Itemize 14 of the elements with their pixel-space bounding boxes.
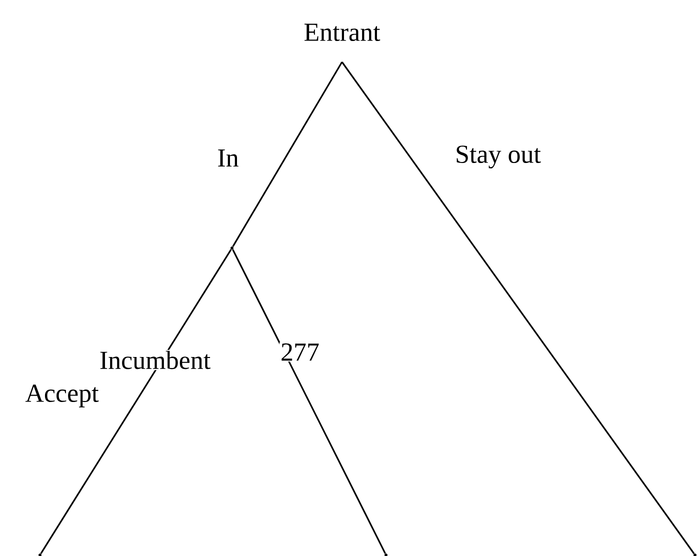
game-branch	[40, 249, 232, 554]
branch-label: In	[216, 148, 240, 168]
branch-label: Stay out	[454, 144, 542, 170]
game-branch	[341, 62, 695, 554]
player-label: Entrant	[304, 24, 380, 42]
branch-label: 277	[280, 342, 320, 362]
tree-vertex	[694, 554, 696, 556]
game-branch	[232, 62, 343, 247]
tree-vertex	[230, 246, 234, 250]
tree-vertex	[384, 554, 388, 556]
tree-vertex	[38, 554, 42, 556]
game-branch	[232, 249, 386, 554]
player-label: Incumbent	[98, 350, 212, 370]
branch-label: Accept	[24, 384, 100, 408]
